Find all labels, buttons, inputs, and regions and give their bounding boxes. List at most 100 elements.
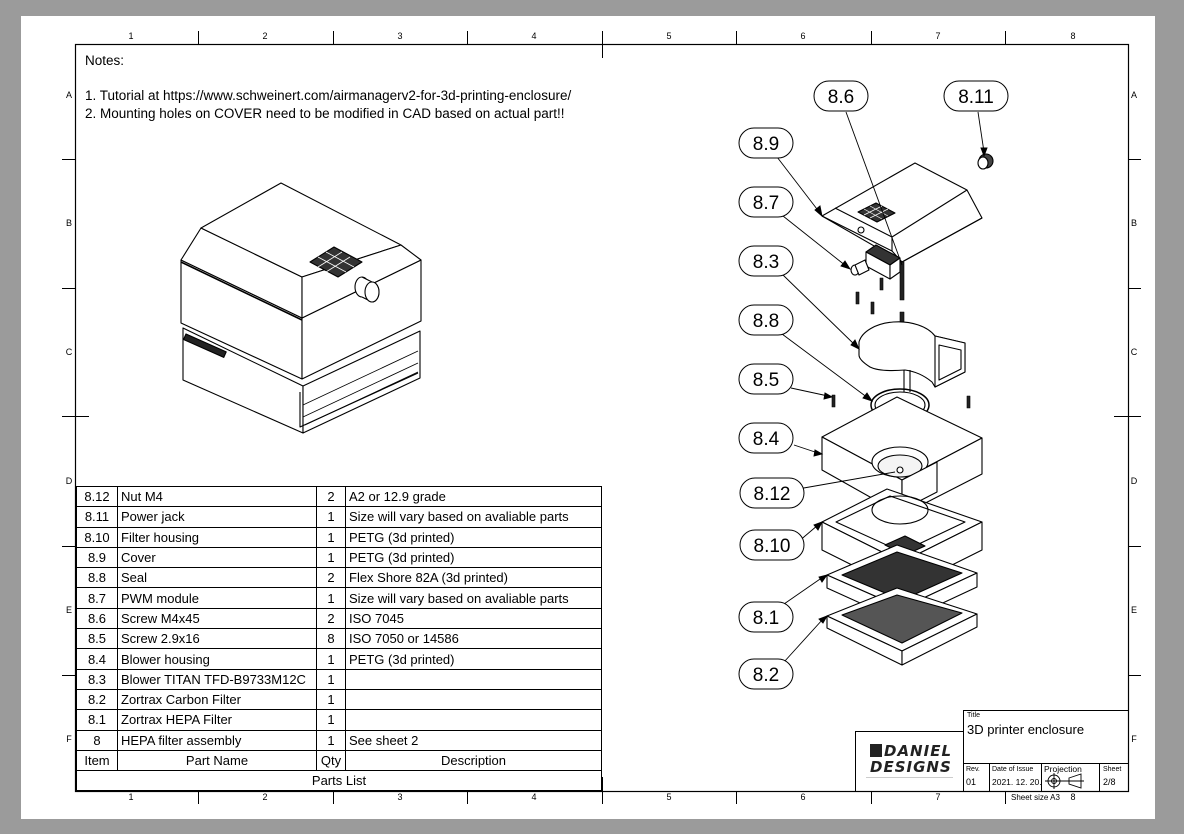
cell-name: HEPA filter assembly xyxy=(117,729,317,751)
cell-name: Zortrax HEPA Filter xyxy=(117,709,317,731)
cell-qty: 2 xyxy=(316,485,346,508)
zone-column-label-top: 4 xyxy=(531,31,537,41)
balloon-callout: 8.5 xyxy=(738,363,794,395)
parts-list-caption: Parts List xyxy=(76,770,602,792)
cell-name: Blower housing xyxy=(117,648,317,670)
zone-column-label-bottom: 8 xyxy=(1070,792,1076,802)
cell-qty: 8 xyxy=(316,628,346,650)
balloon-shape xyxy=(943,80,1009,112)
company-logo: DANIEL DESIGNS xyxy=(870,743,952,775)
cell-qty: 2 xyxy=(316,567,346,589)
balloon-shape xyxy=(738,186,794,218)
cell-item: 8.12 xyxy=(76,485,118,508)
cell-item: 8 xyxy=(76,729,118,751)
cell-qty: 1 xyxy=(316,587,346,609)
blower-housing-part xyxy=(821,396,983,516)
cell-description: ISO 7045 xyxy=(345,607,602,630)
cell-name: Nut M4 xyxy=(117,485,317,508)
zone-column-label-bottom: 2 xyxy=(262,792,268,802)
blower-part xyxy=(858,321,966,392)
cell-description: Size will vary based on avaliable parts xyxy=(345,506,602,528)
title-label: Title xyxy=(967,712,980,719)
balloon-shape xyxy=(739,477,805,509)
projection-label: Projection xyxy=(1044,764,1082,774)
zone-column-label-top: 8 xyxy=(1070,31,1076,41)
cell-name: PWM module xyxy=(117,587,317,609)
zone-row-label-left: E xyxy=(65,605,72,615)
cell-qty: 1 xyxy=(316,709,346,731)
cell-description xyxy=(345,688,602,711)
cell-qty: 1 xyxy=(316,546,346,569)
cell-item: 8.9 xyxy=(76,546,118,569)
header-part-name: Part Name xyxy=(117,749,317,772)
balloon-callout: 8.9 xyxy=(738,127,794,159)
brand-label xyxy=(183,333,227,358)
cell-description: See sheet 2 xyxy=(345,729,602,751)
leader-lines xyxy=(776,111,988,663)
note-line: 1. Tutorial at https://www.schweinert.co… xyxy=(85,88,572,103)
cell-qty: 1 xyxy=(316,729,346,751)
balloon-callout: 8.4 xyxy=(738,422,794,454)
carbon-filter-part xyxy=(826,587,978,666)
cell-description: Size will vary based on avaliable parts xyxy=(345,587,602,609)
zone-row-label-left: D xyxy=(65,476,73,486)
balloon-callout: 8.8 xyxy=(738,304,794,336)
power-jack-part xyxy=(977,153,994,170)
pwm-module-part xyxy=(850,244,901,280)
cell-item: 8.11 xyxy=(76,506,118,528)
sheet-value: 2/8 xyxy=(1103,777,1116,787)
zone-column-label-top: 6 xyxy=(800,31,806,41)
notes-block: Notes: 1. Tutorial at https://www.schwei… xyxy=(85,52,571,123)
balloon-label: 8.7 xyxy=(753,193,779,214)
header-item: Item xyxy=(76,749,118,772)
cell-item: 8.3 xyxy=(76,668,118,690)
parts-list-header-row: Item Part Name Qty Description xyxy=(76,749,602,772)
zone-column-label-bottom: 5 xyxy=(666,792,672,802)
balloon-label: 8.12 xyxy=(754,484,791,505)
date-label: Date of Issue xyxy=(992,766,1034,773)
cell-item: 8.2 xyxy=(76,688,118,711)
balloon-label: 8.3 xyxy=(753,252,779,273)
assembled-view xyxy=(180,182,422,434)
cell-description: PETG (3d printed) xyxy=(345,526,602,548)
drawing-title: 3D printer enclosure xyxy=(967,722,1085,737)
exploded-view xyxy=(821,153,994,666)
cell-item: 8.10 xyxy=(76,526,118,548)
zone-row-label-right: B xyxy=(1130,218,1137,228)
balloon-callout: 8.1 xyxy=(738,601,794,633)
logo-square-icon xyxy=(870,744,882,757)
balloon-label: 8.8 xyxy=(753,311,779,332)
zone-ticks xyxy=(62,31,1141,804)
balloon-callout: 8.3 xyxy=(738,245,794,277)
balloon-label: 8.2 xyxy=(753,665,779,686)
cell-item: 8.7 xyxy=(76,587,118,609)
zone-column-label-bottom: 7 xyxy=(935,792,941,802)
rev-value: 01 xyxy=(966,777,977,787)
date-value: 2021. 12. 20. xyxy=(992,777,1042,787)
cell-qty: 1 xyxy=(316,506,346,528)
parts-list-caption-row: Parts List xyxy=(76,770,602,792)
zone-column-label-top: 7 xyxy=(935,31,941,41)
title-block xyxy=(855,710,1129,792)
cover-part xyxy=(821,162,983,263)
cell-item: 8.5 xyxy=(76,628,118,650)
zone-row-label-left: B xyxy=(65,218,72,228)
cell-name: Zortrax Carbon Filter xyxy=(117,688,317,711)
cell-qty: 1 xyxy=(316,526,346,548)
logo-line1: DANIEL xyxy=(884,742,952,760)
balloon-shape xyxy=(738,422,794,454)
cell-description: Flex Shore 82A (3d printed) xyxy=(345,567,602,589)
balloon-label: 8.5 xyxy=(753,370,779,391)
balloon-label: 8.1 xyxy=(753,608,779,629)
zone-row-label-right: D xyxy=(1130,476,1138,486)
cell-name: Seal xyxy=(117,567,317,589)
balloon-shape xyxy=(739,529,805,561)
